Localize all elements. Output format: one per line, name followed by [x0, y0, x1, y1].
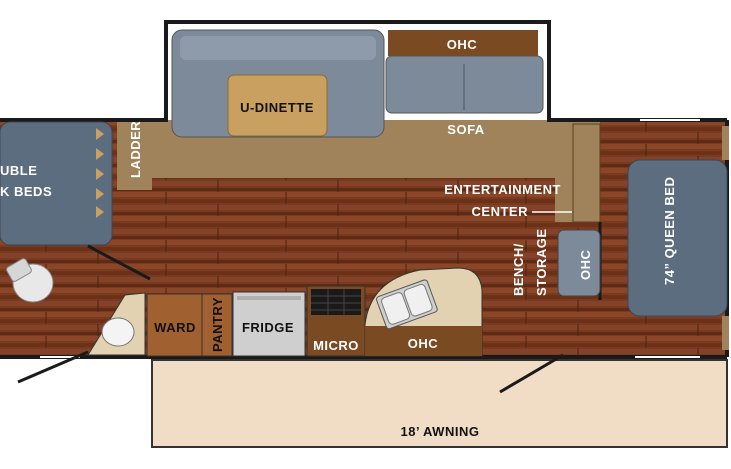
ward: [146, 293, 203, 357]
bed-nightstand-bottom: [722, 316, 729, 350]
bunk-beds: [0, 121, 113, 246]
entry-door-right: [499, 353, 564, 394]
entertainment-label-2: CENTER: [472, 204, 529, 219]
ohc-kitchen-label: OHC: [408, 336, 439, 351]
dinette-seat-back: [180, 36, 376, 60]
ohc-top-cabinet: [388, 30, 538, 56]
sofa-label: SOFA: [447, 122, 485, 137]
kitchen-ohc-cabinet: [365, 326, 482, 356]
kitchen-sink: [376, 279, 438, 330]
ohc-top-label: OHC: [447, 37, 478, 52]
queen-bed-label: 74” QUEEN BED: [662, 177, 677, 285]
ladder-rungs: [96, 128, 104, 218]
bench-label-2: STORAGE: [534, 228, 549, 296]
ward-label: WARD: [154, 320, 196, 335]
bath-door: [87, 244, 151, 281]
fridge: [232, 291, 306, 357]
fridge-label: FRIDGE: [242, 320, 294, 335]
micro-label: MICRO: [313, 338, 359, 353]
bed-nightstand-top: [722, 126, 729, 160]
pantry-label: PANTRY: [210, 297, 225, 352]
awning: [151, 359, 728, 448]
cooktop: [311, 289, 361, 315]
pantry: [201, 293, 233, 357]
bunk-beds-label-2: K BEDS: [0, 184, 52, 199]
awning-label: 18’ AWNING: [401, 424, 480, 439]
entertainment-label-1: ENTERTAINMENT: [444, 182, 561, 197]
bunk-beds-label-1: UBLE: [0, 163, 37, 178]
queen-bed: [627, 159, 728, 317]
bench-storage: [557, 229, 601, 297]
entertainment-center: [572, 123, 601, 223]
ohc-bedroom-label: OHC: [578, 250, 593, 281]
dinette-label: U-DINETTE: [240, 100, 314, 115]
dinette-table: [227, 74, 328, 137]
bath-sink: [101, 317, 135, 347]
ladder-label: LADDER: [128, 121, 143, 178]
entry-door-left: [17, 350, 89, 384]
bench-label-1: BENCH/: [511, 243, 526, 296]
ladder: [117, 122, 152, 190]
